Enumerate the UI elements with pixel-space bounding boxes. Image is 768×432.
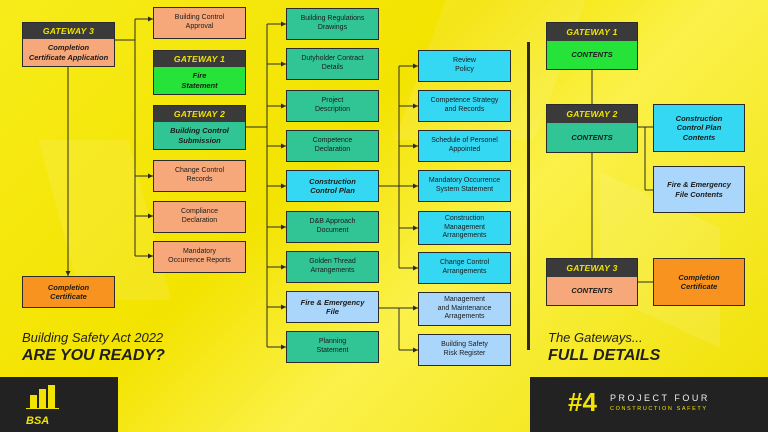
review-policy-box: Review Policy <box>418 50 511 82</box>
building-icon <box>26 385 59 410</box>
project-description-box: Project Description <box>286 90 379 122</box>
compliance-declaration-box: Compliance Declaration <box>153 201 246 233</box>
divider <box>527 42 530 350</box>
fire-file-contents-box: Fire & Emergency File Contents <box>653 166 745 213</box>
completion-certificate-right-box: Completion Certificate <box>653 258 745 306</box>
competence-declaration-box: Competence Declaration <box>286 130 379 162</box>
gateway3-header: GATEWAY 3 <box>23 23 114 39</box>
mandatory-occurrence-system-box: Mandatory Occurrence System Statement <box>418 170 511 202</box>
bsa-logo: BSA <box>26 385 66 427</box>
ccp-contents-box: Construction Control Plan Contents <box>653 104 745 152</box>
gateway2-header: GATEWAY 2 <box>154 106 245 122</box>
golden-thread-arrangements-box: Golden Thread Arrangements <box>286 251 379 283</box>
bsa-logo-text: BSA <box>26 415 50 427</box>
management-maintenance-box: Management and Maintenance Arragements <box>418 292 511 326</box>
tagline-act: Building Safety Act 2022 <box>22 330 164 345</box>
construction-control-plan-box: Construction Control Plan <box>286 170 379 202</box>
gateway3-contents-box: GATEWAY 3 CONTENTS <box>546 258 638 306</box>
change-control-arrangements-box: Change Control Arrangements <box>418 252 511 284</box>
project-four-subtitle: CONSTRUCTION SAFETY <box>610 406 708 412</box>
building-regulations-drawings-box: Building Regulations Drawings <box>286 8 379 40</box>
tagline-full-details: FULL DETAILS <box>548 347 661 364</box>
gateway2-contents-box: GATEWAY 2 CONTENTS <box>546 104 638 153</box>
construction-management-arrangements-box: Construction Management Arrangements <box>418 211 511 245</box>
tagline-gateways: The Gateways... <box>548 330 643 345</box>
dutyholder-contract-details-box: Dutyholder Contract Details <box>286 48 379 80</box>
fire-emergency-file-box: Fire & Emergency File <box>286 291 379 323</box>
gateway2-submission-box: GATEWAY 2 Building Control Submission <box>153 105 246 150</box>
competence-strategy-box: Competence Strategy and Records <box>418 90 511 122</box>
planning-statement-box: Planning Statement <box>286 331 379 363</box>
building-safety-risk-register-box: Building Safety Risk Register <box>418 334 511 366</box>
building-control-approval-box: Building Control Approval <box>153 7 246 39</box>
footer-left: BSA <box>0 377 118 432</box>
change-control-records-box: Change Control Records <box>153 160 246 192</box>
completion-certificate-box: Completion Certificate <box>22 276 115 308</box>
gateway3-application-box: GATEWAY 3 Completion Certificate Applica… <box>22 22 115 67</box>
gateway1-header: GATEWAY 1 <box>154 51 245 67</box>
project-four-title: PROJECT FOUR <box>610 393 710 403</box>
gateway1-fire-statement-box: GATEWAY 1 Fire Statement <box>153 50 246 95</box>
mandatory-occurrence-reports-box: Mandatory Occurrence Reports <box>153 241 246 273</box>
completion-certificate-application: Completion Certificate Application <box>28 43 109 62</box>
project-four-mark: #4 <box>568 387 597 417</box>
tagline-ready: ARE YOU READY? <box>22 347 165 364</box>
schedule-of-personel-box: Schedule of Personel Appointed <box>418 130 511 162</box>
db-approach-document-box: D&B Approach Document <box>286 211 379 243</box>
gateway1-contents-box: GATEWAY 1 CONTENTS <box>546 22 638 70</box>
footer-right: #4 PROJECT FOUR CONSTRUCTION SAFETY <box>530 377 768 432</box>
